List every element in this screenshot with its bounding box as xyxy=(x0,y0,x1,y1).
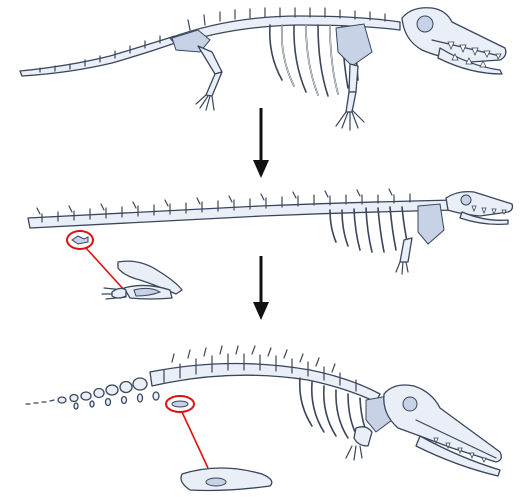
stage-1-skeleton xyxy=(20,8,506,130)
stage-2-skull xyxy=(446,192,513,225)
stage-3-pelvis-highlight xyxy=(166,396,208,468)
stage-1-scapula xyxy=(336,24,372,66)
stage-3-skeleton xyxy=(26,346,501,491)
arrow-stage-2-to-3 xyxy=(253,256,269,320)
stage-2-skeleton xyxy=(28,189,513,299)
stage-3-pelvis-callout xyxy=(181,468,272,491)
stage-1-skull xyxy=(402,8,506,74)
stage-3-leader-line xyxy=(182,412,208,468)
stage-1-tail xyxy=(20,36,178,76)
stage-2-hind-limb-highlight xyxy=(67,231,126,292)
stage-3-tail xyxy=(26,378,159,409)
stage-1-hind-leg xyxy=(196,46,222,110)
stage-2-hind-limb-callout xyxy=(102,261,182,299)
stage-2-ribcage xyxy=(330,207,408,252)
stage-3-vertebral-column xyxy=(150,346,380,402)
arrow-stage-1-to-2 xyxy=(253,108,269,178)
stage-3-skull xyxy=(384,385,502,476)
stage-1-front-leg xyxy=(336,64,364,130)
